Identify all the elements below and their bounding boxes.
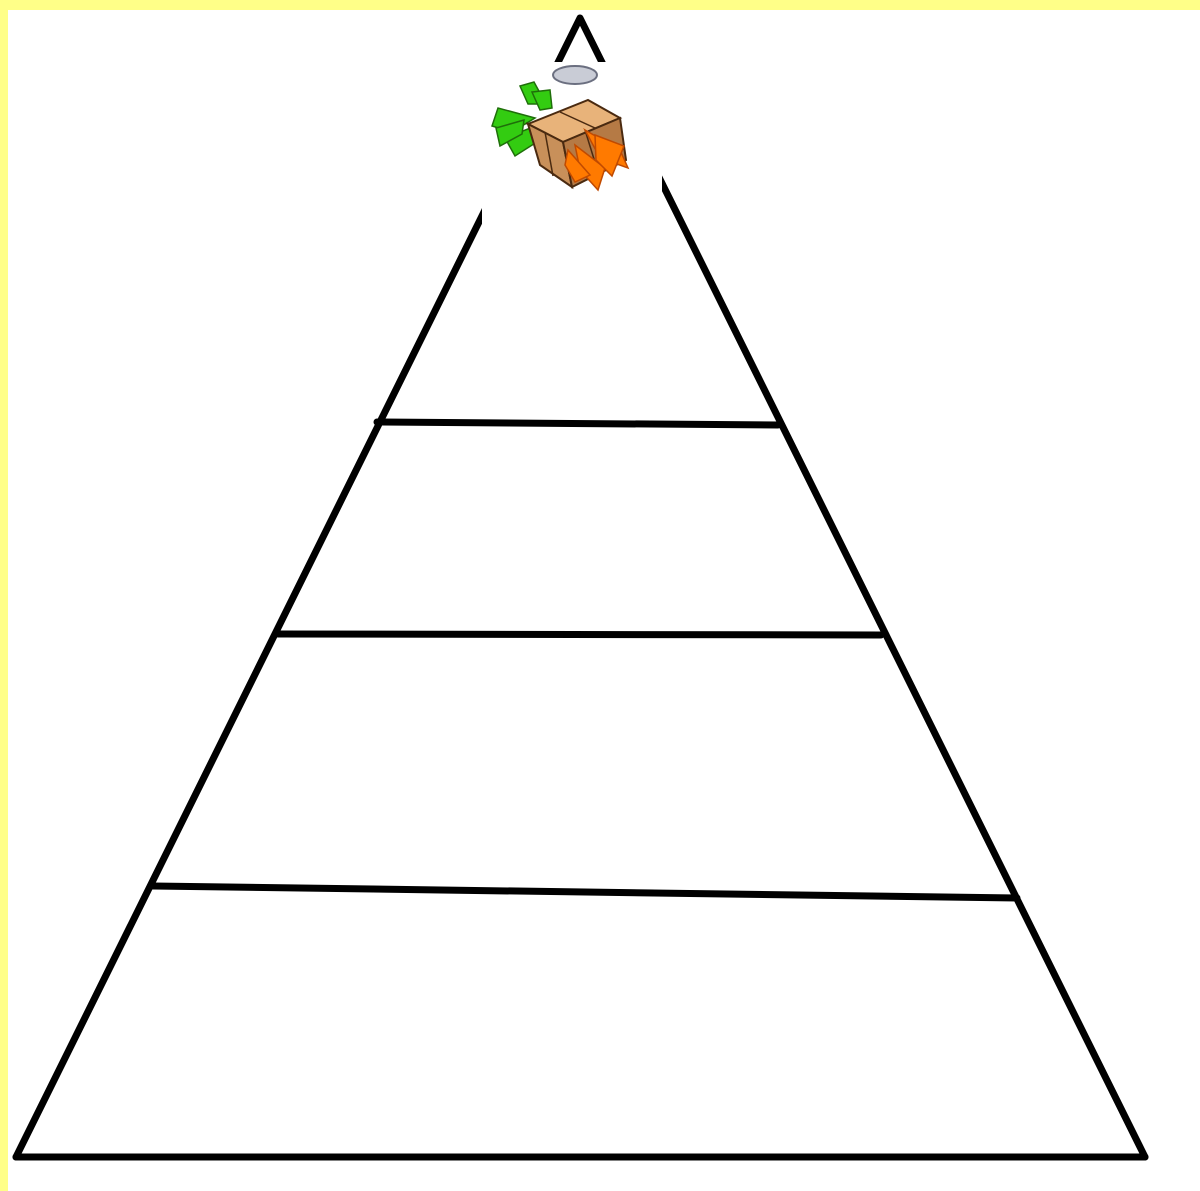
tier-divider-2 — [278, 634, 881, 635]
tier-divider-1 — [377, 422, 778, 425]
grey-blob — [553, 66, 597, 84]
carrots-crate-icon — [482, 62, 662, 227]
